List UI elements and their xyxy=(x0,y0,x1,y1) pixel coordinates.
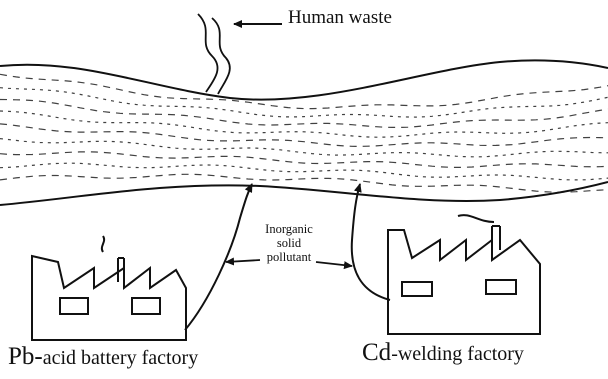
river-upper-bank xyxy=(0,60,608,99)
river-water-texture xyxy=(0,74,608,192)
pollutant-arrow-left xyxy=(226,260,260,262)
pollutant-label: Inorganic solid pollutant xyxy=(262,222,316,264)
pollutant-label-line1: Inorganic xyxy=(265,222,313,236)
river-lower-bank xyxy=(0,182,608,205)
cd-caption-prefix: Cd xyxy=(362,339,391,366)
factory-icon xyxy=(388,215,540,334)
pb-factory-caption: Pb-acid battery factory xyxy=(8,344,198,369)
pb-effluent-pipe xyxy=(185,184,252,330)
pollutant-label-line2: solid xyxy=(277,236,301,250)
human-waste-label: Human waste xyxy=(288,8,392,27)
river-water-dash-line xyxy=(0,88,608,117)
cd-factory-caption: Cd-welding factory xyxy=(362,340,524,365)
river-water-dash-line xyxy=(0,74,608,108)
river-water-dash-line xyxy=(0,100,608,128)
cd-caption-rest: -welding factory xyxy=(391,343,524,365)
cd-effluent-pipe xyxy=(352,184,390,300)
pollutant-label-line3: pollutant xyxy=(267,250,311,264)
factory-icon xyxy=(32,236,186,340)
river-water-dash-line xyxy=(0,152,608,168)
human-waste-inflow xyxy=(198,14,230,94)
river-water-dash-line xyxy=(0,124,608,146)
pb-caption-rest: acid battery factory xyxy=(43,347,198,369)
pollutant-arrow-right xyxy=(316,262,352,266)
pb-caption-prefix: Pb- xyxy=(8,343,43,370)
